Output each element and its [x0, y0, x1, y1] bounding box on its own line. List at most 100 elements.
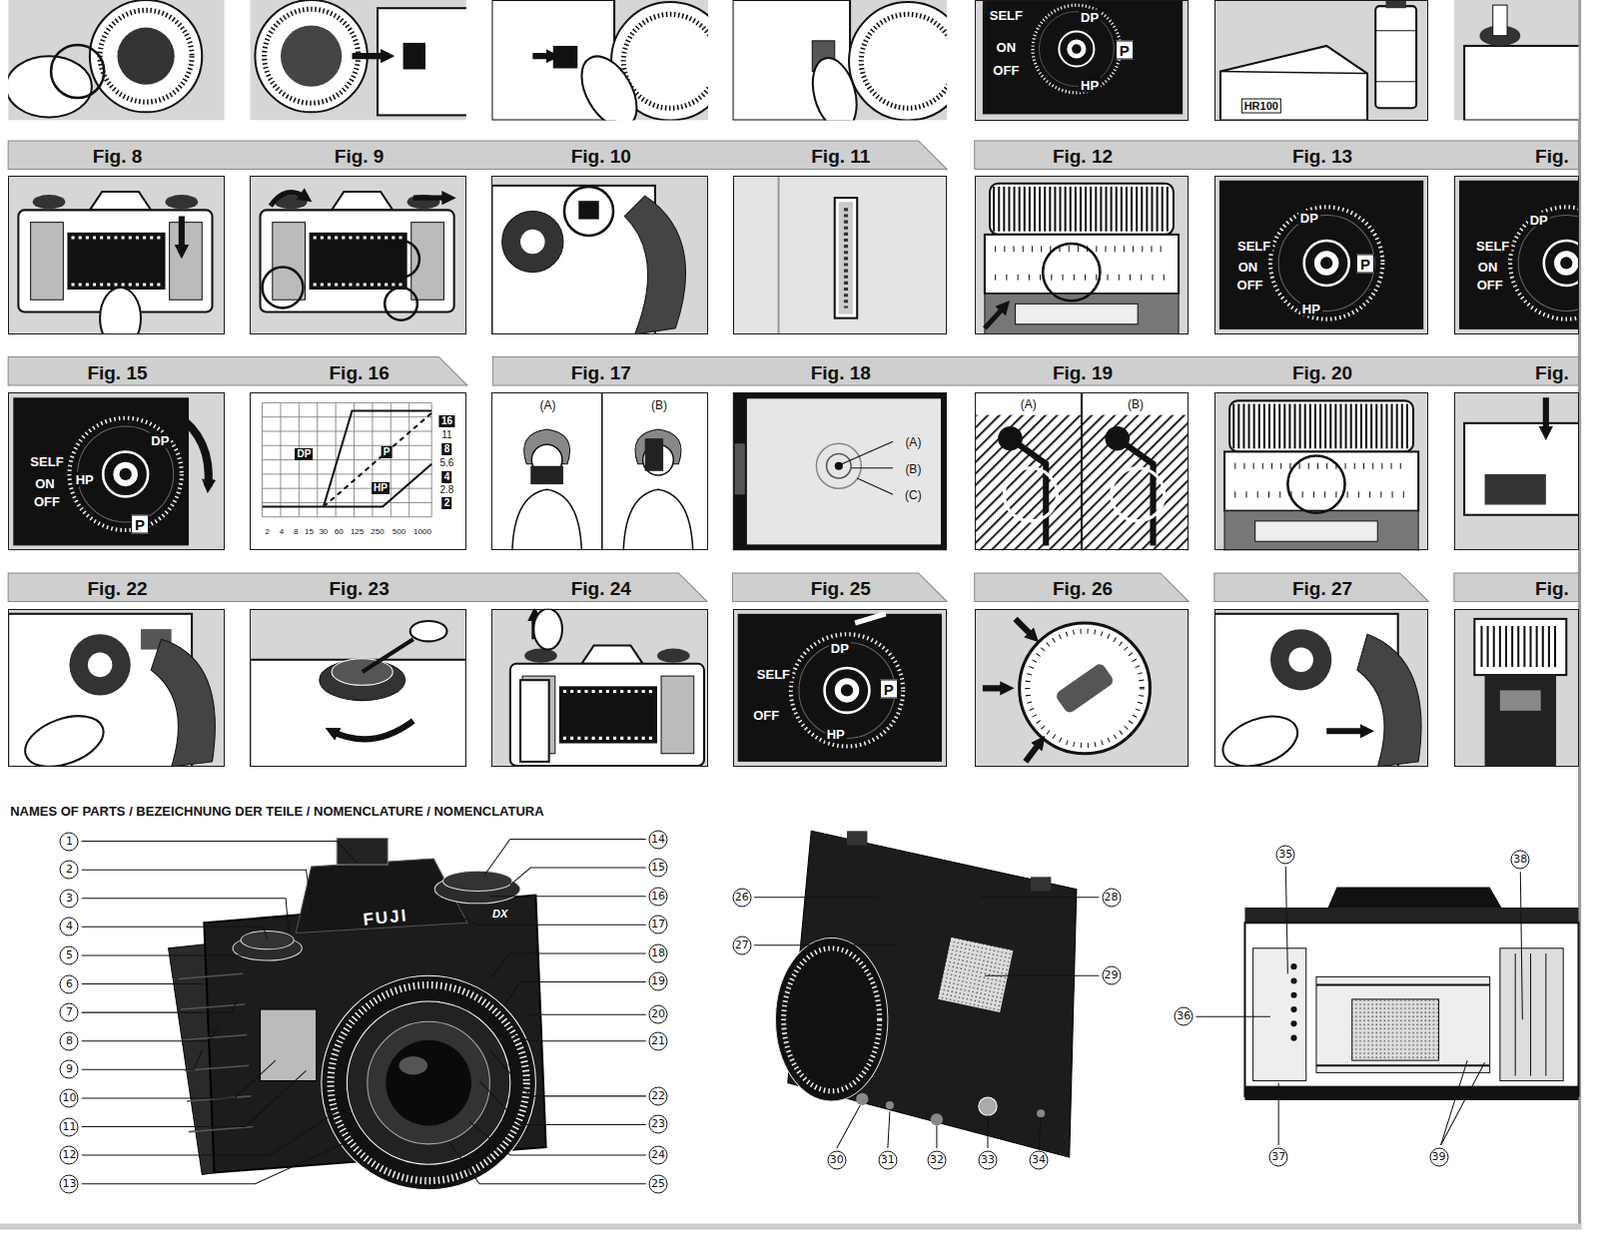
camera-back-drawing: [1290, 1035, 1297, 1042]
camera-back-drawing: [1530, 953, 1532, 1077]
leader-line: [836, 1105, 860, 1149]
callout-number: 22: [648, 1086, 668, 1106]
film-box-figure: [1375, 80, 1417, 82]
leader-line: [1038, 1117, 1041, 1149]
camera-top-figure: [1454, 392, 1588, 551]
button-press-figure: [733, 0, 968, 135]
leader-line: [1520, 871, 1523, 1020]
holding-camera-figure: [601, 392, 604, 551]
button-press-figure: [491, 0, 730, 137]
chart-value: 5.6: [439, 458, 456, 469]
callout-number: 34: [1029, 1151, 1049, 1171]
axis-value: 125: [350, 528, 364, 537]
callout-number: 25: [648, 1174, 668, 1194]
leader-line: [484, 839, 646, 876]
holding-camera-figure: [512, 489, 582, 551]
callout-number: 32: [926, 1151, 946, 1171]
callout-number: 18: [648, 943, 668, 963]
camera-top-figure: [1493, 4, 1508, 36]
leader-line: [81, 1070, 307, 1127]
callout-number: 31: [877, 1151, 897, 1171]
film-removal-figure: [533, 609, 563, 651]
camera-front-drawing: [260, 1009, 317, 1081]
figure-panel: Fig. 11: [733, 175, 948, 335]
callout-number: 3: [59, 888, 79, 908]
camera-back-drawing: [1316, 1064, 1491, 1067]
focusing-screen-figure: [974, 392, 1190, 551]
figure-panel: Fig. 10: [491, 175, 709, 335]
figure-panel: Fig. 24: [491, 609, 709, 768]
callout-number: 14: [648, 829, 668, 849]
film-advance-figure: [520, 229, 546, 255]
panel-label: (C): [902, 489, 924, 502]
program-chart: [262, 402, 433, 517]
viewfinder-figure: [841, 441, 893, 495]
battery-figure: [1054, 662, 1116, 716]
leader-line: [81, 999, 237, 1013]
camera-front-drawing: [321, 975, 537, 1190]
film-box-figure: [1375, 29, 1417, 31]
button-press-figure: [623, 13, 718, 108]
camera-back-drawing: [1290, 963, 1297, 970]
holding-camera-figure: [645, 438, 664, 472]
callout-number: 17: [648, 915, 668, 935]
program-chart: [323, 413, 432, 508]
film-box-figure: [1220, 45, 1368, 121]
flash-figure: [1474, 619, 1567, 676]
camera-back-drawing: [1290, 963, 1297, 1042]
leader-line: [986, 1115, 988, 1149]
figure-band: [974, 140, 1580, 170]
film-removal-figure: [491, 609, 709, 768]
figure-label: Fig. 27: [1292, 579, 1353, 599]
program-mark: P: [879, 680, 898, 700]
holding-camera-figure: [491, 392, 709, 551]
figure-panel: Fig. 13SELFONOFFDPPHP: [1214, 175, 1430, 335]
figure-label: Fig. 22: [86, 579, 147, 599]
rewind-figure: [331, 721, 414, 740]
film-loading-figure: [260, 191, 455, 313]
figure-label: Fig. 26: [1052, 579, 1113, 599]
dial-label: DP: [828, 641, 851, 657]
mode-dial-figure: [1454, 175, 1600, 335]
battery-figure: [1015, 619, 1034, 638]
mode-dial-figure: [854, 614, 886, 624]
figure-panel: Fig. 12: [974, 175, 1190, 335]
figure-band: [1454, 573, 1580, 603]
camera-back-drawing: [1515, 953, 1517, 1077]
viewfinder-figure: [841, 441, 893, 464]
figure-label: Fig. 8: [92, 146, 143, 166]
program-chart: [262, 502, 433, 504]
camera-front-drawing: [182, 1035, 247, 1041]
camera-front-drawing: [367, 1021, 491, 1145]
lens-mount-figure: [89, 0, 202, 112]
leader-line: [754, 896, 878, 898]
mode-dial-figure: [1214, 175, 1430, 335]
leader-line: [81, 841, 358, 863]
leader-line: [500, 1029, 647, 1041]
callout-number: 27: [732, 935, 752, 955]
camera-back-drawing: [1253, 948, 1307, 1082]
figure-band: [974, 573, 1190, 603]
figure-band: [7, 140, 947, 170]
mode-dial-figure: [1507, 195, 1600, 323]
chart-value: 16: [439, 415, 455, 428]
holding-camera-figure: [491, 392, 709, 551]
camera-front-drawing: [336, 837, 388, 865]
film-removal-figure: [491, 609, 709, 768]
holding-camera-figure: [623, 489, 693, 551]
camera-front-figure: [87, 653, 113, 679]
holding-camera-figure: [530, 466, 564, 485]
camera-front-figure: [1270, 629, 1332, 691]
section-heading: NAMES OF PARTS / BEZEICHNUNG DER TEILE /…: [9, 803, 544, 817]
figure-panel: Fig. 18(A)(B)(C): [733, 392, 948, 551]
camera-bottom-drawing: [930, 1113, 943, 1126]
program-chart: [262, 473, 433, 475]
callout-number: 23: [648, 1115, 668, 1135]
manual-illustration: [0, 1224, 1583, 1231]
battery-figure: [974, 609, 1190, 768]
program-mark: P: [1356, 254, 1375, 274]
mode-dial-figure: [12, 397, 189, 546]
camera-front-drawing: [188, 1127, 253, 1133]
chart-value: HP: [371, 482, 390, 495]
